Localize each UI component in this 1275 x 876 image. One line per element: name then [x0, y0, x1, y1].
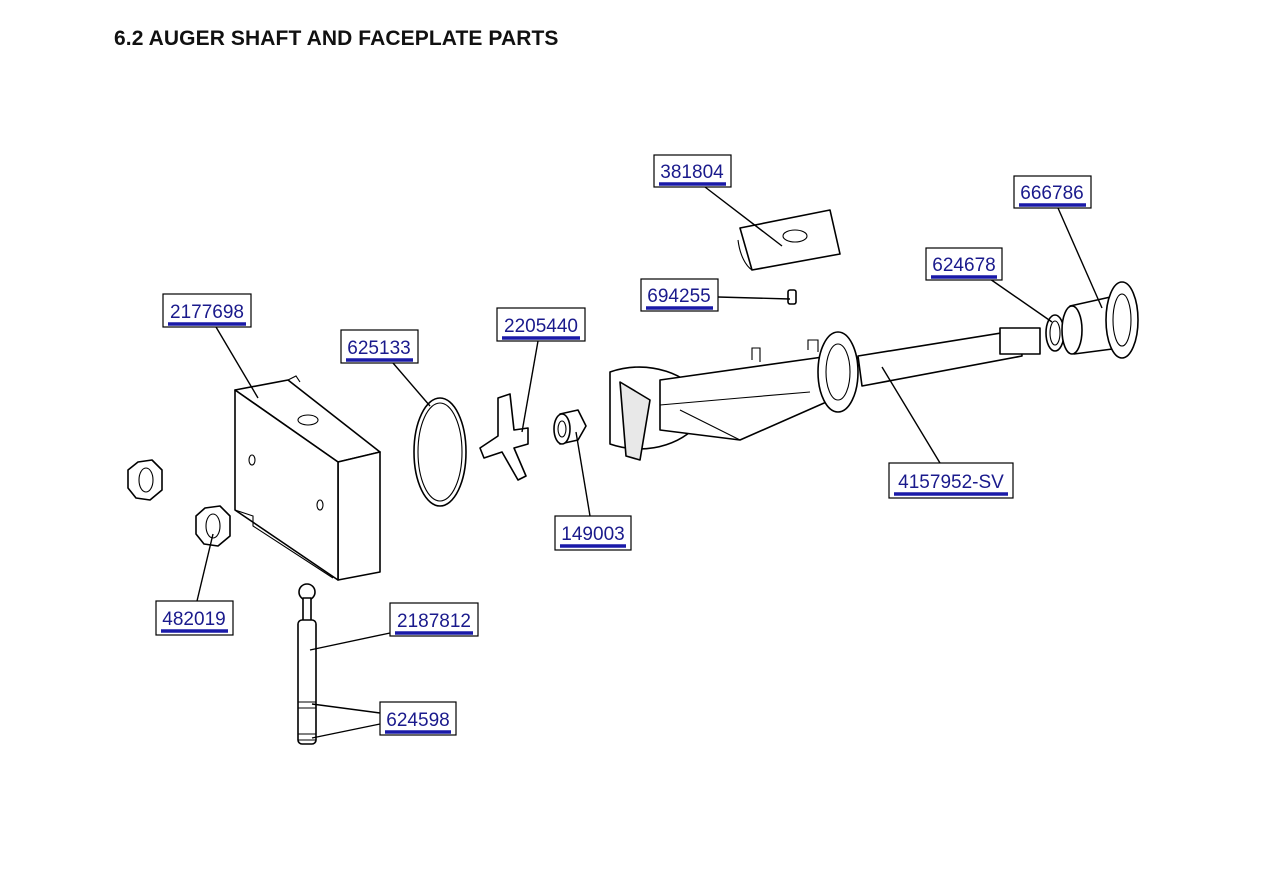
- leader-lines: [196, 186, 1103, 739]
- star-beater: [479, 393, 529, 481]
- small-clip: [787, 289, 797, 305]
- part-label-149003[interactable]: 149003: [554, 515, 632, 551]
- flanged-bearing: [1061, 281, 1139, 359]
- part-label-624678[interactable]: 624678: [925, 247, 1003, 281]
- knob-nut-482019: [195, 505, 231, 547]
- part-link-624678[interactable]: 624678: [932, 255, 995, 276]
- scraper-blade: [737, 209, 841, 271]
- knob-nut-left: [127, 459, 163, 501]
- page-title: 6.2 AUGER SHAFT AND FACEPLATE PARTS: [114, 27, 559, 50]
- part-label-2187812[interactable]: 2187812: [389, 602, 479, 637]
- part-label-2177698[interactable]: 2177698: [162, 293, 252, 328]
- draw-pin: [297, 583, 317, 745]
- o-ring: [413, 397, 467, 507]
- part-label-2205440[interactable]: 2205440: [496, 307, 586, 342]
- part-label-666786[interactable]: 666786: [1013, 175, 1092, 209]
- part-link-4157952-sv[interactable]: 4157952-SV: [898, 472, 1004, 493]
- part-link-149003[interactable]: 149003: [561, 524, 624, 545]
- part-link-625133[interactable]: 625133: [347, 338, 410, 359]
- part-link-2187812[interactable]: 2187812: [397, 611, 471, 632]
- part-link-381804[interactable]: 381804: [660, 162, 724, 183]
- part-label-381804[interactable]: 381804: [653, 154, 732, 188]
- part-link-482019[interactable]: 482019: [162, 609, 225, 630]
- part-link-694255[interactable]: 694255: [647, 286, 710, 307]
- bushing: [553, 409, 587, 445]
- part-label-694255[interactable]: 694255: [640, 278, 719, 312]
- part-link-2177698[interactable]: 2177698: [170, 302, 244, 323]
- part-link-624598[interactable]: 624598: [386, 710, 449, 731]
- part-label-482019[interactable]: 482019: [155, 600, 234, 636]
- part-label-625133[interactable]: 625133: [340, 329, 419, 364]
- part-link-2205440[interactable]: 2205440: [504, 316, 578, 337]
- auger-shaft: [609, 327, 1041, 461]
- part-link-666786[interactable]: 666786: [1020, 183, 1083, 204]
- part-label-4157952-sv[interactable]: 4157952-SV: [888, 462, 1014, 499]
- part-label-624598[interactable]: 624598: [379, 701, 457, 736]
- faceplate-block: [234, 375, 381, 581]
